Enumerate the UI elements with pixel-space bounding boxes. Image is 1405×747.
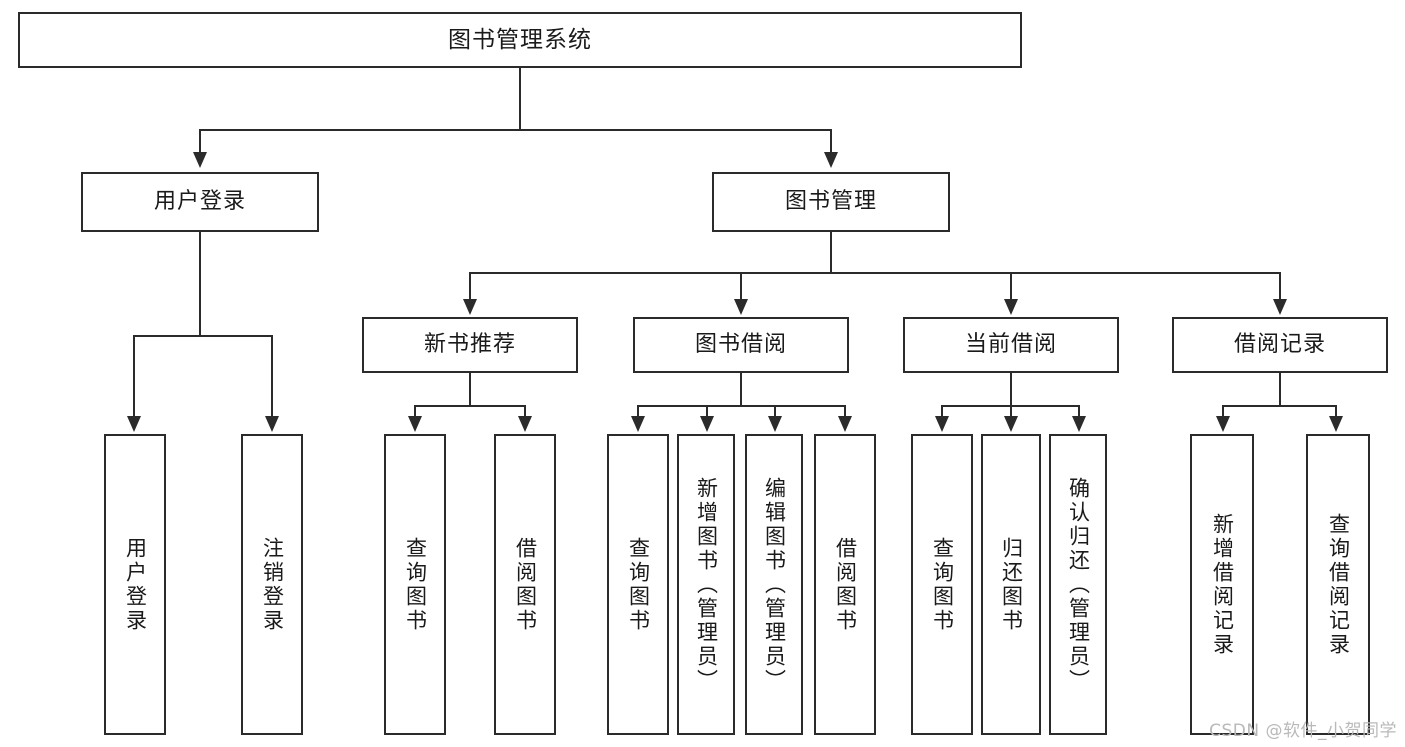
arrowhead-current-borrow — [1004, 299, 1018, 315]
node-leaf-return-book[interactable]: 归还图书 — [981, 434, 1041, 735]
arrowhead-user-login — [193, 152, 207, 168]
connector-to-book-borrow — [740, 272, 742, 300]
node-new-book-recommend[interactable]: 新书推荐 — [362, 317, 578, 373]
connector-new-book-stem — [469, 373, 471, 406]
node-label: 图书借阅 — [694, 332, 787, 358]
node-leaf-query-book-1[interactable]: 查询图书 — [384, 434, 446, 735]
node-label: 用户登录 — [123, 536, 148, 633]
connector-current-borrow-stem — [1010, 373, 1012, 406]
arrowhead-leaf-query-book-1 — [408, 416, 422, 432]
node-leaf-add-book[interactable]: 新增图书（管理员） — [677, 434, 735, 735]
node-user-login[interactable]: 用户登录 — [81, 172, 319, 232]
connector-new-book-bus — [414, 405, 526, 407]
connector-borrow-record-stem — [1279, 373, 1281, 406]
connector-to-current-borrow — [1010, 272, 1012, 300]
arrowhead-leaf-add-book — [700, 416, 714, 432]
connector-current-borrow-drop-2 — [1010, 405, 1012, 417]
connector-book-manage-bus — [469, 272, 1281, 274]
csdn-watermark: CSDN @软件_小贺同学 — [1209, 721, 1397, 741]
node-leaf-query-record[interactable]: 查询借阅记录 — [1306, 434, 1370, 735]
node-label: 新书推荐 — [423, 332, 516, 358]
arrowhead-leaf-add-record — [1216, 416, 1230, 432]
node-label: 图书管理 — [784, 189, 877, 215]
connector-root-to-book-manage — [830, 129, 832, 153]
node-label: 查询借阅记录 — [1326, 512, 1351, 657]
node-label: 新增借阅记录 — [1210, 512, 1235, 657]
connector-book-borrow-drop-2 — [706, 405, 708, 417]
arrowhead-leaf-query-record — [1329, 416, 1343, 432]
node-label: 编辑图书（管理员） — [762, 476, 787, 693]
node-label: 查询图书 — [403, 536, 428, 633]
arrowhead-book-manage — [824, 152, 838, 168]
arrowhead-leaf-logout-login — [265, 416, 279, 432]
arrowhead-leaf-borrow-book-2 — [838, 416, 852, 432]
node-label: 新增图书（管理员） — [694, 476, 719, 693]
node-root-system[interactable]: 图书管理系统 — [18, 12, 1022, 68]
connector-root-bus — [199, 129, 831, 131]
arrowhead-leaf-query-book-3 — [935, 416, 949, 432]
node-leaf-confirm-return[interactable]: 确认归还（管理员） — [1049, 434, 1107, 735]
connector-to-borrow-record — [1279, 272, 1281, 300]
connector-book-borrow-drop-3 — [774, 405, 776, 417]
arrowhead-leaf-query-book-2 — [631, 416, 645, 432]
connector-user-login-drop-2 — [271, 335, 273, 417]
connector-book-borrow-drop-4 — [844, 405, 846, 417]
node-leaf-query-book-2[interactable]: 查询图书 — [607, 434, 669, 735]
arrowhead-leaf-edit-book — [768, 416, 782, 432]
arrowhead-new-book-recommend — [463, 299, 477, 315]
connector-root-stem — [519, 68, 521, 130]
connector-book-borrow-drop-1 — [637, 405, 639, 417]
node-label: 借阅记录 — [1233, 332, 1326, 358]
connector-user-login-drop-1 — [133, 335, 135, 417]
connector-borrow-record-drop-1 — [1222, 405, 1224, 417]
node-leaf-logout-login[interactable]: 注销登录 — [241, 434, 303, 735]
arrowhead-book-borrow — [734, 299, 748, 315]
node-label: 借阅图书 — [513, 536, 538, 633]
connector-book-borrow-bus — [637, 405, 846, 407]
node-label: 图书管理系统 — [448, 26, 592, 53]
node-leaf-edit-book[interactable]: 编辑图书（管理员） — [745, 434, 803, 735]
connector-book-manage-stem — [830, 232, 832, 273]
connector-borrow-record-drop-2 — [1335, 405, 1337, 417]
node-leaf-query-book-3[interactable]: 查询图书 — [911, 434, 973, 735]
node-leaf-borrow-book-2[interactable]: 借阅图书 — [814, 434, 876, 735]
arrowhead-leaf-borrow-book-1 — [518, 416, 532, 432]
node-book-manage[interactable]: 图书管理 — [712, 172, 950, 232]
arrowhead-leaf-user-login — [127, 416, 141, 432]
connector-current-borrow-drop-1 — [941, 405, 943, 417]
node-label: 当前借阅 — [964, 332, 1057, 358]
connector-to-new-book-recommend — [469, 272, 471, 300]
node-book-borrow[interactable]: 图书借阅 — [633, 317, 849, 373]
node-label: 归还图书 — [999, 536, 1024, 633]
arrowhead-borrow-record — [1273, 299, 1287, 315]
connector-root-to-user-login — [199, 129, 201, 153]
connector-new-book-drop-1 — [414, 405, 416, 417]
node-current-borrow[interactable]: 当前借阅 — [903, 317, 1119, 373]
node-label: 注销登录 — [260, 536, 285, 633]
node-leaf-borrow-book-1[interactable]: 借阅图书 — [494, 434, 556, 735]
node-borrow-record[interactable]: 借阅记录 — [1172, 317, 1388, 373]
connector-current-borrow-drop-3 — [1078, 405, 1080, 417]
connector-user-login-stem — [199, 232, 201, 336]
connector-user-login-bus — [133, 335, 273, 337]
arrowhead-leaf-confirm-return — [1072, 416, 1086, 432]
connector-borrow-record-bus — [1222, 405, 1337, 407]
node-leaf-add-record[interactable]: 新增借阅记录 — [1190, 434, 1254, 735]
node-label: 查询图书 — [930, 536, 955, 633]
node-label: 确认归还（管理员） — [1066, 476, 1091, 693]
node-label: 借阅图书 — [833, 536, 858, 633]
arrowhead-leaf-return-book — [1004, 416, 1018, 432]
connector-new-book-drop-2 — [524, 405, 526, 417]
node-label: 查询图书 — [626, 536, 651, 633]
node-leaf-user-login[interactable]: 用户登录 — [104, 434, 166, 735]
connector-book-borrow-stem — [740, 373, 742, 406]
node-label: 用户登录 — [153, 189, 246, 215]
